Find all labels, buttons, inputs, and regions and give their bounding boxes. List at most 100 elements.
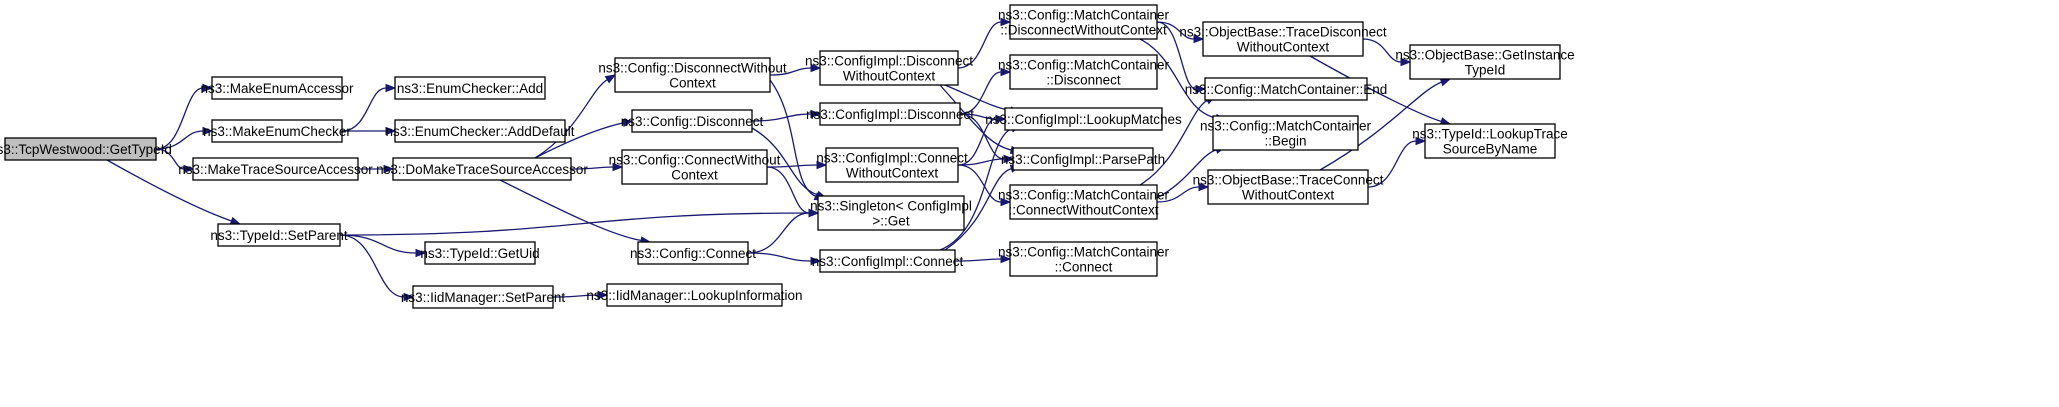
node-label: ns3::Singleton< ConfigImpl — [810, 199, 972, 214]
edge-tcpwestwood_gettypeid-to-makeenumchecker — [155, 126, 214, 150]
node-label: TypeId — [1465, 63, 1506, 78]
node-enumchecker_adddefault[interactable]: ns3::EnumChecker::AddDefault — [385, 119, 575, 143]
node-config_disconnect[interactable]: ns3::Config::Disconnect — [621, 109, 764, 133]
node-configimpl_disconnect[interactable]: ns3::ConfigImpl::Disconnect — [806, 102, 974, 126]
arrowhead — [202, 83, 214, 93]
arrowhead — [810, 256, 822, 266]
edge-line — [155, 148, 185, 170]
edge-typeid_setparent-to-typeid_getuid — [339, 234, 427, 258]
node-makeenumchecker[interactable]: ns3::MakeEnumChecker — [203, 119, 351, 143]
edge-line — [570, 166, 614, 170]
node-box — [394, 119, 566, 143]
arrowhead — [383, 164, 395, 174]
edge-line — [769, 79, 817, 197]
node-objectbase_traceconnectwithoutcontext[interactable]: ns3::ObjectBase::TraceConnectWithoutCont… — [1193, 169, 1384, 205]
node-label: ns3::ConfigImpl::Connect — [816, 151, 968, 166]
node-domaketracesourceaccessor[interactable]: ns3::DoMakeTraceSourceAccessor — [376, 157, 588, 181]
edge-domaketracesourceaccessor-to-config_connect — [499, 179, 652, 245]
node-label: ns3::ConfigImpl::Disconnect — [805, 54, 973, 69]
node-mc_connectwithoutcontext[interactable]: ns3::Config::MatchContainer::ConnectWith… — [998, 184, 1170, 220]
arrowhead — [1198, 182, 1210, 192]
node-mc_disconnect[interactable]: ns3::Config::MatchContainer::Disconnect — [998, 54, 1170, 90]
edge-line — [959, 71, 1002, 115]
node-typeid_getuid[interactable]: ns3::TypeId::GetUid — [420, 241, 540, 265]
edge-line — [747, 212, 810, 254]
node-box — [211, 76, 343, 100]
node-mc_disconnectwithoutcontext[interactable]: ns3::Config::MatchContainer::DisconnectW… — [998, 4, 1170, 40]
arrowhead — [1193, 34, 1205, 44]
node-tcpwestwood_gettypeid[interactable]: ns3::TcpWestwood::GetTypeId — [0, 137, 172, 161]
node-label: ns3::ObjectBase::TraceConnect — [1193, 173, 1384, 188]
arrowhead — [1000, 254, 1012, 264]
node-box — [1009, 241, 1158, 277]
node-label: WithoutContext — [1242, 188, 1335, 203]
node-label: ns3::Config::MatchContainer — [998, 245, 1170, 260]
arrowhead — [810, 63, 822, 73]
node-box — [1009, 184, 1158, 220]
edge-config_connect-to-configimpl_connect — [747, 252, 822, 266]
edge-line — [939, 127, 1013, 251]
node-box — [4, 137, 157, 161]
node-mc_begin[interactable]: ns3::Config::MatchContainer::Begin — [1200, 115, 1372, 151]
edge-line — [1139, 38, 1217, 119]
node-mc_end[interactable]: ns3::Config::MatchContainer::End — [1185, 77, 1388, 101]
node-label: Context — [669, 76, 716, 91]
arrowhead — [816, 160, 828, 170]
node-config_disconnectwithoutcontext[interactable]: ns3::Config::DisconnectWithoutContext — [598, 57, 787, 93]
edge-config_connectwithoutcontext-to-configimpl_connectwithoutcontext — [766, 160, 828, 170]
edge-line — [1156, 186, 1200, 203]
edge-line — [1362, 38, 1402, 63]
node-label: ns3::Config::MatchContainer::End — [1185, 82, 1388, 97]
arrowhead — [385, 126, 397, 136]
node-box — [817, 195, 965, 231]
edge-makeenumchecker-to-enumchecker_adddefault — [342, 126, 397, 136]
node-label: ns3::IidManager::SetParent — [401, 290, 566, 305]
node-configimpl_connectwithoutcontext[interactable]: ns3::ConfigImpl::ConnectWithoutContext — [816, 147, 968, 183]
edge-iidmanager_setparent-to-iidmanager_lookupinformation — [552, 290, 609, 300]
edge-configimpl_connectwithoutcontext-to-mc_connectwithoutcontext — [957, 164, 1012, 207]
edge-domaketracesourceaccessor-to-config_disconnectwithoutcontext — [534, 74, 617, 159]
node-iidmanager_lookupinformation[interactable]: ns3::IidManager::LookupInformation — [586, 283, 803, 307]
edge-line — [339, 234, 417, 254]
node-mc_connect[interactable]: ns3::Config::MatchContainer::Connect — [998, 241, 1170, 277]
node-config_connect[interactable]: ns3::Config::Connect — [630, 241, 756, 265]
node-enumchecker_add[interactable]: ns3::EnumChecker::Add — [394, 76, 546, 100]
node-label: WithoutContext — [846, 166, 939, 181]
arrowhead — [810, 109, 822, 119]
edge-tcpwestwood_gettypeid-to-typeid_setparent — [106, 159, 242, 225]
node-label: ns3::Config::DisconnectWithout — [598, 61, 787, 76]
nodes-layer: ns3::TcpWestwood::GetTypeId ns3::MakeEnum… — [0, 4, 1575, 309]
node-configimpl_parsepath[interactable]: ns3::ConfigImpl::ParsePath — [1001, 147, 1165, 171]
arrowhead — [808, 208, 820, 218]
arrowhead — [183, 164, 195, 174]
node-box — [1409, 44, 1561, 80]
node-maketracesourceaccessor[interactable]: ns3::MakeTraceSourceAccessor — [178, 157, 373, 181]
edge-configimpl_connect-to-mc_connect — [954, 254, 1012, 264]
arrowhead — [1000, 197, 1012, 207]
node-configimpl_disconnectwithoutcontext[interactable]: ns3::ConfigImpl::DisconnectWithoutContex… — [805, 50, 973, 86]
edge-line — [944, 167, 1012, 251]
node-iidmanager_setparent[interactable]: ns3::IidManager::SetParent — [401, 285, 566, 309]
edge-line — [499, 179, 642, 242]
node-config_connectwithoutcontext[interactable]: ns3::Config::ConnectWithoutContext — [609, 149, 781, 185]
node-objectbase_tracedisconnectwithoutcontext[interactable]: ns3::ObjectBase::TraceDisconnectWithoutC… — [1179, 21, 1387, 57]
node-label: ns3::ObjectBase::TraceDisconnect — [1179, 25, 1387, 40]
node-configimpl_lookupmatches[interactable]: ns3::ConfigImpl::LookupMatches — [985, 107, 1182, 131]
node-singleton_get[interactable]: ns3::Singleton< ConfigImpl >::Get — [810, 195, 972, 231]
arrowhead — [612, 162, 624, 172]
node-makeenumaccessor[interactable]: ns3::MakeEnumAccessor — [200, 76, 354, 100]
node-typeid_setparent[interactable]: ns3::TypeId::SetParent — [210, 223, 348, 247]
node-configimpl_connect[interactable]: ns3::ConfigImpl::Connect — [812, 249, 964, 273]
edge-line — [534, 122, 624, 159]
edge-line — [1309, 55, 1442, 123]
node-label: WithoutContext — [843, 69, 936, 84]
edge-line — [1156, 149, 1217, 199]
node-box — [424, 241, 536, 265]
edge-line — [534, 79, 608, 159]
edge-typeid_setparent-to-singleton_get — [339, 208, 820, 236]
node-box — [192, 157, 359, 181]
edge-domaketracesourceaccessor-to-config_disconnect — [534, 118, 634, 159]
node-label: SourceByName — [1443, 142, 1538, 157]
